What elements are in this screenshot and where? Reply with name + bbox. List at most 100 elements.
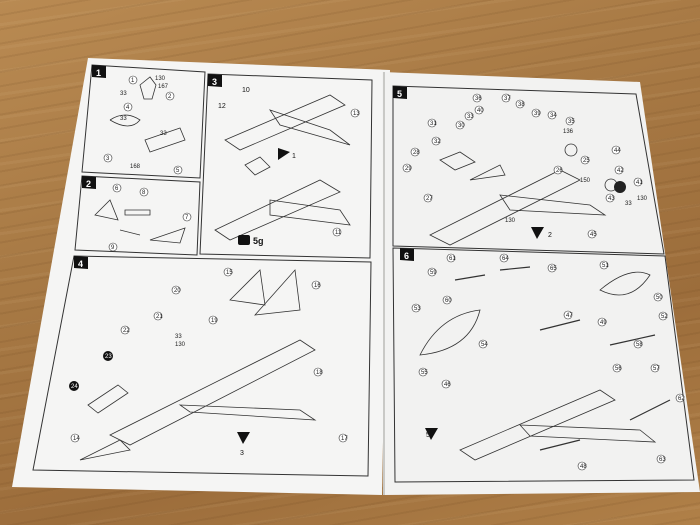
part-number-label: 24 bbox=[71, 384, 78, 390]
part-number-label: 27 bbox=[426, 196, 433, 202]
part-number-label: 60 bbox=[445, 298, 452, 304]
part-number-label: 25 bbox=[583, 158, 590, 164]
part-number-label: 33 bbox=[467, 114, 474, 120]
left-page bbox=[12, 58, 390, 495]
step-3-panel: 3 10 11 12 13 1 5g bbox=[199, 73, 373, 259]
part-number-label: 5 bbox=[176, 168, 180, 174]
part-number-label: 30 bbox=[458, 123, 465, 129]
part-number-label: 19 bbox=[211, 318, 218, 324]
part-number-label: 41 bbox=[636, 180, 643, 186]
part-number-label: 14 bbox=[73, 436, 80, 442]
part-number-label: 36 bbox=[475, 96, 482, 102]
part-number-label: 16 bbox=[314, 283, 321, 289]
part-number-label: 5g bbox=[253, 236, 264, 246]
part-number-label: 168 bbox=[130, 164, 141, 170]
part-number-label: 2 bbox=[86, 179, 91, 189]
part-number-label: 17 bbox=[341, 436, 348, 442]
part-number-label: 130 bbox=[155, 76, 166, 82]
part-number-label: 63 bbox=[659, 457, 666, 463]
part-number-label: 7 bbox=[185, 215, 189, 221]
part-number-label: 38 bbox=[518, 102, 525, 108]
part-number-label: 15 bbox=[226, 270, 233, 276]
part-number-label: 54 bbox=[481, 342, 488, 348]
part-number-label: 130 bbox=[637, 196, 648, 202]
part-number-label: 4 bbox=[126, 105, 130, 111]
part-number-label: 6 bbox=[115, 186, 119, 192]
part-number-label: 130 bbox=[175, 342, 186, 348]
part-number-label: 12 bbox=[218, 103, 226, 110]
part-number-label: 52 bbox=[661, 314, 668, 320]
arrow-marker-icon bbox=[531, 227, 544, 239]
part-number-label: 2 bbox=[548, 232, 552, 239]
weight-icon bbox=[238, 235, 250, 245]
part-number-label: 130 bbox=[505, 218, 516, 224]
part-number-label: 20 bbox=[174, 288, 181, 294]
part-number-label: 5 bbox=[426, 432, 430, 439]
part-number-label: 150 bbox=[580, 178, 591, 184]
part-number-label: 46 bbox=[444, 382, 451, 388]
part-number-label: 29 bbox=[405, 166, 412, 172]
step-1-panel: 1 1 2 3 4 5 130 167 33 33 33 168 bbox=[81, 64, 206, 179]
part-number-label: 61 bbox=[449, 256, 456, 262]
part-number-label: 58 bbox=[636, 342, 643, 348]
part-number-label: 21 bbox=[156, 314, 163, 320]
part-number-label: 35 bbox=[568, 119, 575, 125]
arrow-marker-icon bbox=[425, 428, 438, 440]
part-number-label: 47 bbox=[566, 313, 573, 319]
part-number-label: 43 bbox=[608, 196, 615, 202]
part-number-label: 33 bbox=[120, 116, 127, 122]
part-number-label: 136 bbox=[563, 129, 574, 135]
part-number-label: 23 bbox=[105, 354, 112, 360]
part-number-label: 49 bbox=[600, 320, 607, 326]
part-number-label: 33 bbox=[175, 334, 182, 340]
part-number-label: 50 bbox=[656, 295, 663, 301]
part-number-label: 37 bbox=[504, 96, 511, 102]
part-number-label: 53 bbox=[414, 306, 421, 312]
part-number-label: 4 bbox=[78, 259, 83, 269]
part-number-label: 10 bbox=[242, 87, 250, 94]
part-number-label: 33 bbox=[160, 131, 167, 137]
part-number-label: 22 bbox=[123, 328, 130, 334]
part-number-label: 55 bbox=[421, 370, 428, 376]
part-number-label: 1 bbox=[131, 78, 135, 84]
part-number-label: 3 bbox=[106, 156, 110, 162]
part-number-label: 167 bbox=[158, 84, 169, 90]
part-number-label: 48 bbox=[580, 464, 587, 470]
step-2-panel: 2 6 7 8 9 bbox=[74, 175, 201, 256]
part-number-label: 39 bbox=[534, 111, 541, 117]
part-number-label: 45 bbox=[590, 232, 597, 238]
part-number-label: 18 bbox=[316, 370, 323, 376]
part-number-label: 5 bbox=[397, 89, 402, 99]
part-number-label: 57 bbox=[653, 366, 660, 372]
part-number-label: 31 bbox=[430, 121, 437, 127]
arrow-marker-icon bbox=[278, 148, 290, 160]
step-5-panel: 5 25 26 27 28 29 30 31 32 33 34 35 36 37… bbox=[392, 85, 665, 255]
part-number-label: 40 bbox=[477, 108, 484, 114]
step-4-panel: 4 14 15 16 17 18 19 20 21 22 23 24 3 33 … bbox=[32, 255, 372, 477]
part-number-label: 8 bbox=[142, 190, 146, 196]
part-number-label: 11 bbox=[335, 230, 342, 236]
part-number-label: 33 bbox=[120, 91, 127, 97]
part-number-label: 64 bbox=[502, 256, 509, 262]
part-number-label: 59 bbox=[430, 270, 437, 276]
part-number-label: 6 bbox=[404, 251, 409, 261]
part-number-label: 9 bbox=[111, 245, 115, 251]
part-number-label: 65 bbox=[550, 266, 557, 272]
part-number-label: 3 bbox=[240, 450, 244, 457]
arrow-marker-icon bbox=[237, 432, 250, 444]
part-number-label: 32 bbox=[434, 139, 441, 145]
part-number-label: 34 bbox=[550, 113, 557, 119]
part-number-label: 62 bbox=[678, 396, 685, 402]
part-number-label: 26 bbox=[556, 168, 563, 174]
part-number-label: 56 bbox=[615, 366, 622, 372]
part-number-label: 1 bbox=[292, 153, 296, 160]
step-6-panel: 6 46 47 48 49 50 51 52 53 54 55 56 57 58… bbox=[392, 247, 695, 483]
part-number-label: 1 bbox=[96, 68, 101, 78]
part-number-label: 2 bbox=[168, 94, 172, 100]
part-number-label: 51 bbox=[602, 263, 609, 269]
part-number-label: 13 bbox=[353, 111, 360, 117]
part-number-label: 42 bbox=[617, 168, 624, 174]
part-number-label: 33 bbox=[625, 201, 632, 207]
part-number-label: 44 bbox=[614, 148, 621, 154]
